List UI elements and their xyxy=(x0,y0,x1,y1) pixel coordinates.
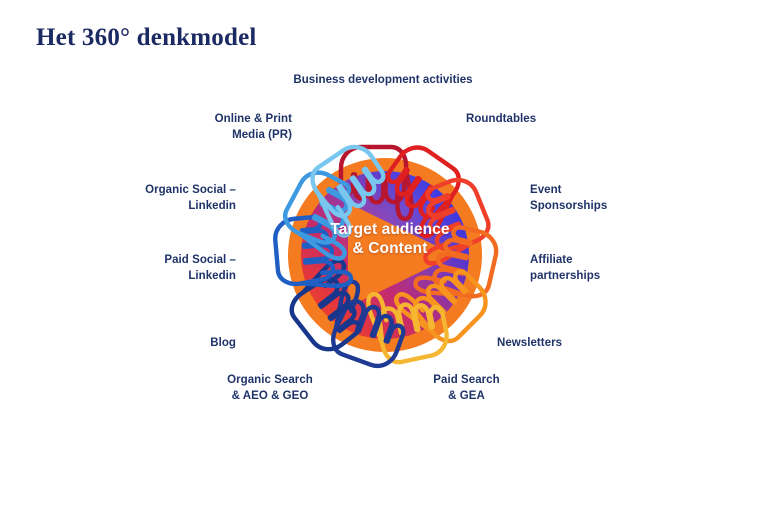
spoke-label-online-print-media-pr: Online & Print Media (PR) xyxy=(214,113,292,141)
wheel-graphic xyxy=(0,55,770,455)
play-triangle-icon xyxy=(348,203,455,307)
spoke-label-paid-search-gea: Paid Search & GEA xyxy=(433,374,500,402)
spoke-label-roundtables: Roundtables xyxy=(466,113,537,125)
circular-denkmodel-diagram: Target audience & Content Business devel… xyxy=(0,55,770,455)
page-title: Het 360° denkmodel xyxy=(36,24,257,51)
spoke-label-paid-social-linkedin: Paid Social – Linkedin xyxy=(164,254,236,282)
spoke-label-affiliate-partnerships: Affiliate partnerships xyxy=(530,254,601,282)
spoke-label-blog: Blog xyxy=(210,337,236,349)
spoke-label-event-sponsorships: Event Sponsorships xyxy=(530,184,608,212)
spoke-label-organic-search-aeo-geo: Organic Search & AEO & GEO xyxy=(227,374,313,402)
spoke-label-newsletters: Newsletters xyxy=(497,337,563,349)
spoke-label-business-development-activities: Business development activities xyxy=(293,74,473,86)
spoke-label-organic-social-linkedin: Organic Social – Linkedin xyxy=(145,184,236,212)
